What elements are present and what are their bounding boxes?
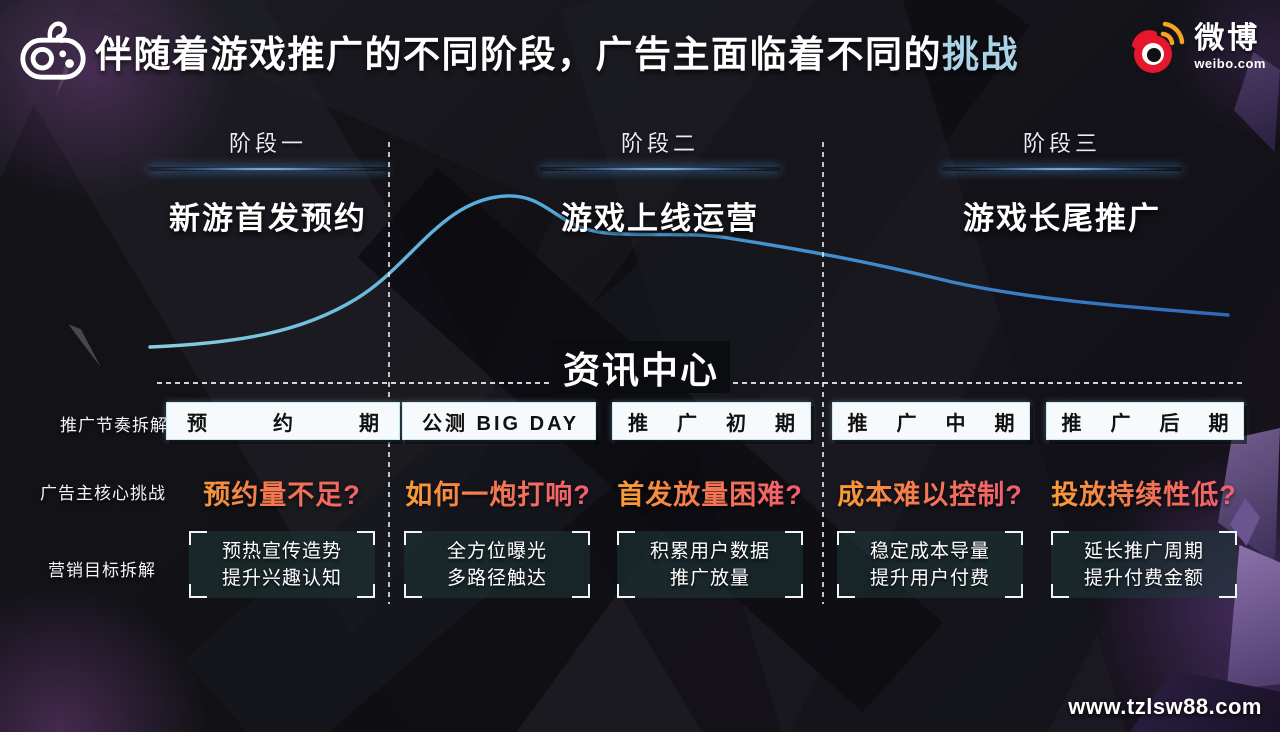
weibo-domain: weibo.com	[1194, 56, 1266, 71]
goal-box-2-line-1: 全方位曝光	[446, 540, 547, 562]
glow-line	[942, 167, 1182, 171]
title-main: 伴随着游戏推广的不同阶段，广告主面临着不同的	[95, 34, 942, 75]
center-overlay-text: 资讯中心	[563, 350, 719, 391]
watermark: www.tzlsw88.com	[1068, 694, 1262, 719]
weibo-wordmark: 微博 weibo.com	[1194, 22, 1266, 71]
goal-box-4: 稳定成本导量 提升用户付费	[837, 531, 1023, 598]
stage-divider-dashed-line	[822, 142, 824, 604]
phase-box-3-text: 推广初期	[628, 412, 824, 435]
page-title: 伴随着游戏推广的不同阶段，广告主面临着不同的挑战	[95, 24, 1019, 78]
goal-box-1-line-2: 提升兴趣认知	[221, 567, 342, 589]
title-highlight: 挑战	[942, 34, 1019, 75]
row-label-pace: 推广节奏拆解	[60, 416, 168, 435]
stage-2-title: 游戏上线运营	[561, 201, 759, 236]
goal-box-3: 积累用户数据 推广放量	[617, 531, 803, 598]
stage-divider-dashed-line	[388, 142, 390, 604]
weibo-eye-icon	[1132, 21, 1185, 73]
challenge-1: 预约量不足?	[162, 473, 402, 512]
phase-box-1: 预约期	[166, 402, 400, 440]
goal-box-1: 预热宣传造势 提升兴趣认知	[189, 531, 375, 598]
phase-box-5: 推广后期	[1046, 402, 1244, 440]
weibo-logo: 微博 weibo.com	[1126, 18, 1266, 76]
challenge-2: 如何一炮打响?	[378, 473, 618, 512]
goal-box-2: 全方位曝光 多路径触达	[404, 531, 590, 598]
goal-box-4-line-1: 稳定成本导量	[869, 540, 990, 562]
goal-box-1-line-1: 预热宣传造势	[221, 540, 342, 562]
challenge-4: 成本难以控制?	[810, 473, 1050, 512]
row-label-challenge: 广告主核心挑战	[40, 484, 166, 503]
challenge-5: 投放持续性低?	[1024, 473, 1264, 512]
goal-box-5-line-2: 提升付费金额	[1083, 567, 1204, 589]
phase-box-4: 推广中期	[832, 402, 1030, 440]
glow-line	[540, 167, 780, 171]
gamepad-icon	[20, 21, 86, 80]
phase-box-5-text: 推广后期	[1061, 412, 1258, 435]
stage-2-label: 阶段二	[620, 131, 699, 156]
phase-box-2-text: 公测 BIG DAY	[421, 412, 580, 435]
goal-box-3-line-2: 推广放量	[669, 567, 750, 589]
challenge-3: 首发放量困难?	[590, 473, 830, 512]
goal-box-5-line-1: 延长推广周期	[1083, 540, 1204, 562]
phase-box-2: 公测 BIG DAY	[402, 402, 596, 440]
goal-box-5: 延长推广周期 提升付费金额	[1051, 531, 1237, 598]
goal-box-2-line-2: 多路径触达	[446, 567, 547, 589]
phase-box-1-text: 预约期	[187, 412, 445, 435]
row-label-goal: 营销目标拆解	[48, 561, 156, 580]
stage-3-title: 游戏长尾推广	[963, 201, 1161, 236]
phase-box-3: 推广初期	[612, 402, 811, 440]
stage-1-label: 阶段一	[228, 131, 307, 156]
stage-1: 阶段一 新游首发预约	[98, 126, 438, 238]
center-overlay: 资讯中心	[552, 341, 730, 393]
goal-box-4-line-2: 提升用户付费	[869, 567, 990, 589]
glow-line	[148, 167, 388, 171]
weibo-name: 微博	[1194, 22, 1261, 55]
stage-1-title: 新游首发预约	[169, 201, 367, 236]
stage-3-label: 阶段三	[1022, 131, 1101, 156]
stage-2: 阶段二 游戏上线运营	[490, 126, 830, 238]
phase-box-4-text: 推广中期	[847, 412, 1044, 435]
goal-box-3-line-1: 积累用户数据	[649, 540, 770, 562]
stage-3: 阶段三 游戏长尾推广	[892, 126, 1232, 238]
